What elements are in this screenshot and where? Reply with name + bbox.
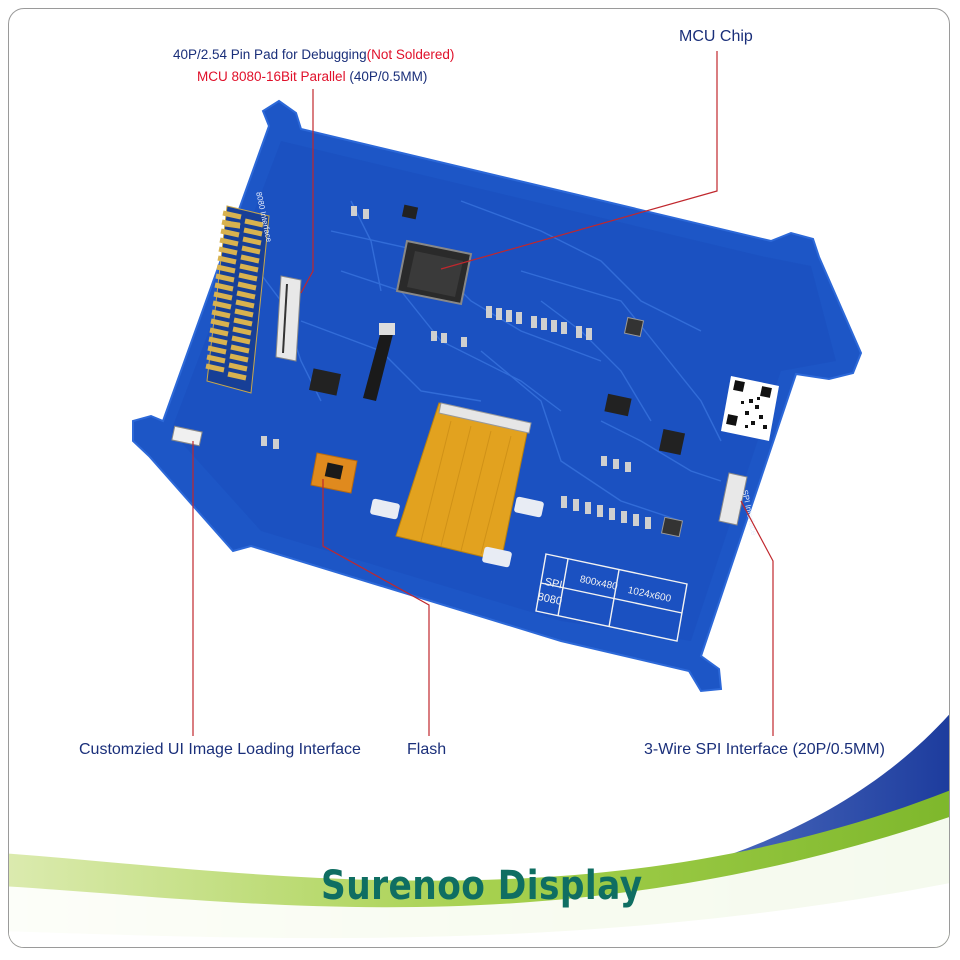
qr-code (721, 376, 779, 441)
small-flex-cable (363, 331, 393, 401)
small-ic (309, 368, 341, 396)
callout-mcu-chip: MCU Chip (679, 28, 753, 45)
leader-line-flash (322, 479, 430, 736)
callout-mcu-parallel-red: MCU 8080-16Bit Parallel (197, 69, 346, 84)
callout-spi-interface: 3-Wire SPI Interface (20P/0.5MM) (644, 741, 885, 758)
callout-debug-pad-suffix: (Not Soldered) (366, 47, 455, 62)
passive-components (261, 206, 651, 529)
product-image-frame: 8080 Interface SPI Interface SPI 8080 80… (8, 8, 950, 948)
small-ic (604, 393, 632, 417)
small-ic (660, 516, 684, 538)
resolution-table (535, 553, 688, 642)
small-ic (623, 316, 645, 338)
mounting-pad (514, 496, 544, 518)
leader-line-debug-pad (300, 89, 314, 294)
small-ic (658, 428, 686, 456)
callout-debug-pad: 40P/2.54 Pin Pad for Debugging(Not Solde… (173, 47, 454, 62)
leader-line-spi (740, 500, 774, 736)
brand-wordmark: Surenoo Display (321, 863, 643, 909)
callout-mcu-parallel-suffix: (40P/0.5MM) (345, 69, 428, 84)
spi-fpc-connector (718, 472, 748, 526)
debug-pin-pad (205, 205, 270, 394)
parallel-fpc-connector (275, 275, 302, 362)
mounting-pad (482, 546, 512, 568)
leader-lines (192, 51, 774, 736)
callout-mcu-parallel: MCU 8080-16Bit Parallel (40P/0.5MM) (197, 69, 427, 84)
callout-ui-image-interface: Customzied UI Image Loading Interface (79, 741, 361, 758)
swoosh-white-band (9, 817, 949, 947)
bottom-swoosh (9, 714, 949, 947)
callout-debug-pad-prefix: 40P/2.54 Pin Pad for Debugging (173, 47, 367, 62)
leader-line-mcu-chip (440, 51, 718, 270)
ui-image-connector (171, 425, 203, 447)
pcb-board (132, 99, 863, 693)
mounting-pad (370, 498, 400, 520)
callout-flash: Flash (407, 741, 447, 758)
small-ic (401, 204, 419, 220)
